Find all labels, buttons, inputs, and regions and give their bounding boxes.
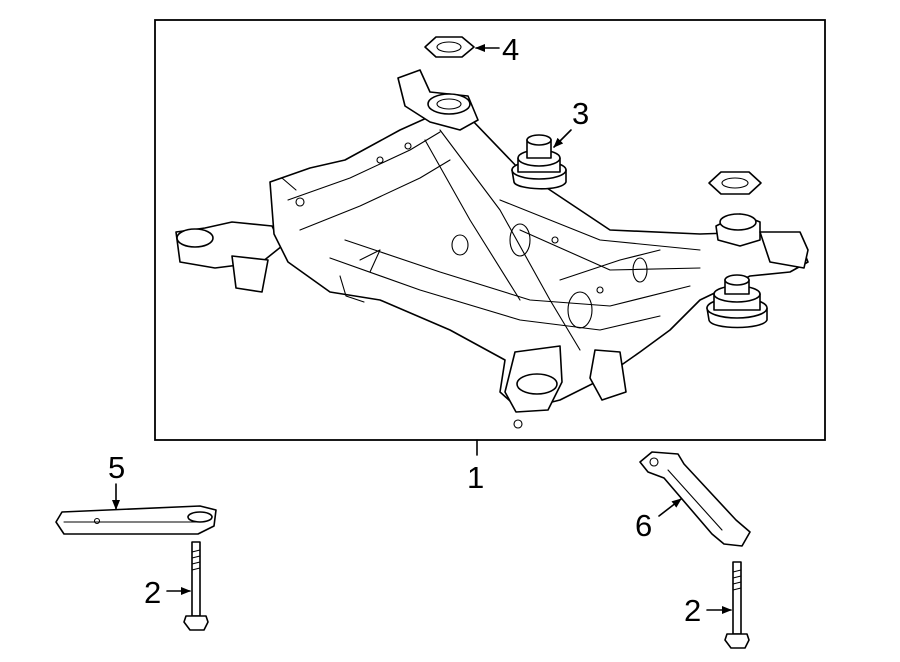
callout-3: 3 <box>572 96 589 131</box>
callout-6: 6 <box>635 508 652 543</box>
leader-3 <box>553 129 572 148</box>
leader-6 <box>658 498 682 517</box>
callout-2-left: 2 <box>144 575 161 610</box>
brace-left <box>55 505 217 535</box>
nut-right <box>708 171 762 195</box>
callout-2-right: 2 <box>684 593 701 628</box>
callout-1: 1 <box>467 460 484 495</box>
callout-5: 5 <box>108 450 125 485</box>
callout-4: 4 <box>502 32 519 67</box>
nut-upper <box>424 36 475 58</box>
bushing-lower <box>706 274 768 329</box>
bolt-right <box>724 561 750 649</box>
bolt-left <box>183 541 209 631</box>
brace-right <box>639 451 751 547</box>
bushing-upper <box>511 134 567 190</box>
